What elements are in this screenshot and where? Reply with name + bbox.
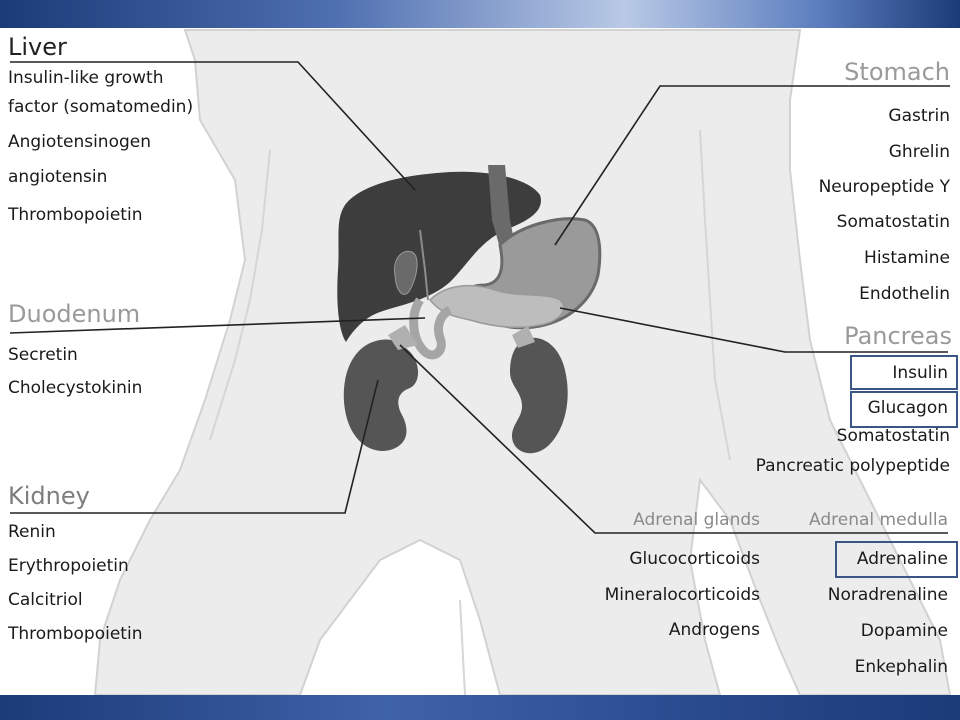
kidney-item: Renin [8,522,56,542]
liver-item: angiotensin [8,167,108,187]
duodenum-item: Cholecystokinin [8,378,143,398]
leader-liver [10,61,416,191]
liver-title: Liver [8,33,67,61]
leg-contour [459,599,466,696]
adrenal-medulla-item: Adrenaline [856,549,948,569]
stomach-item: Somatostatin [836,212,950,232]
esophagus-shape [488,165,515,248]
leader-kidney [10,379,379,514]
leader-stomach [554,85,950,246]
slide-top-bar [0,0,960,28]
leader-adrenal [399,344,948,534]
kidney-item: Thrombopoietin [8,624,143,644]
duodenum-shape [409,297,453,360]
duodenum-title: Duodenum [8,300,141,328]
adrenaline-highlight-box [835,541,958,578]
adrenal-medulla-item: Dopamine [860,621,948,641]
liver-item: Angiotensinogen [8,132,151,152]
pancreas-shape [428,284,565,329]
gallbladder-shape [393,250,418,295]
adrenal-glands-item: Androgens [668,620,760,640]
bile-duct [419,229,429,301]
adrenal-glands-item: Glucocorticoids [629,549,760,569]
liver-item: Thrombopoietin [8,205,143,225]
liver-item: factor (somatomedin) [8,97,194,117]
duodenum-item: Secretin [8,345,78,365]
liver-item: Insulin-like growth [8,68,164,88]
kidney-item: Calcitriol [8,590,83,610]
adrenal-medulla-item: Enkephalin [854,657,948,677]
adrenal-medulla-title: Adrenal medulla [809,510,948,530]
liver-shape [337,171,541,342]
adrenal-gland-right [512,326,535,348]
kidney-item: Erythropoietin [8,556,129,576]
adrenal-medulla-item: Noradrenaline [827,585,948,605]
stomach-item: Gastrin [888,106,950,126]
stomach-item: Ghrelin [888,142,950,162]
kidney-left [343,339,419,451]
adrenal-glands-item: Mineralocorticoids [604,585,760,605]
kidney-title: Kidney [8,482,90,510]
stomach-item: Neuropeptide Y [818,177,950,197]
pancreas-item: Pancreatic polypeptide [755,456,950,476]
stomach-item: Histamine [864,248,950,268]
leader-pancreas [559,307,948,353]
pancreas-item: Insulin [892,363,948,383]
adrenal-glands-title: Adrenal glands [633,510,760,530]
adrenal-gland-left [388,325,418,350]
stomach-title: Stomach [844,58,950,86]
pancreas-item: Somatostatin [836,426,950,446]
glucagon-highlight-box [850,391,958,428]
pancreas-item: Glucagon [867,398,948,418]
pancreas-title: Pancreas [844,322,952,350]
body-contour-right [699,129,731,461]
slide-bottom-bar [0,695,960,720]
stomach-item: Endothelin [859,284,950,304]
insulin-highlight-box [850,355,958,390]
body-contour-left [209,149,271,441]
kidney-right [510,337,568,454]
leader-duodenum [9,317,426,334]
